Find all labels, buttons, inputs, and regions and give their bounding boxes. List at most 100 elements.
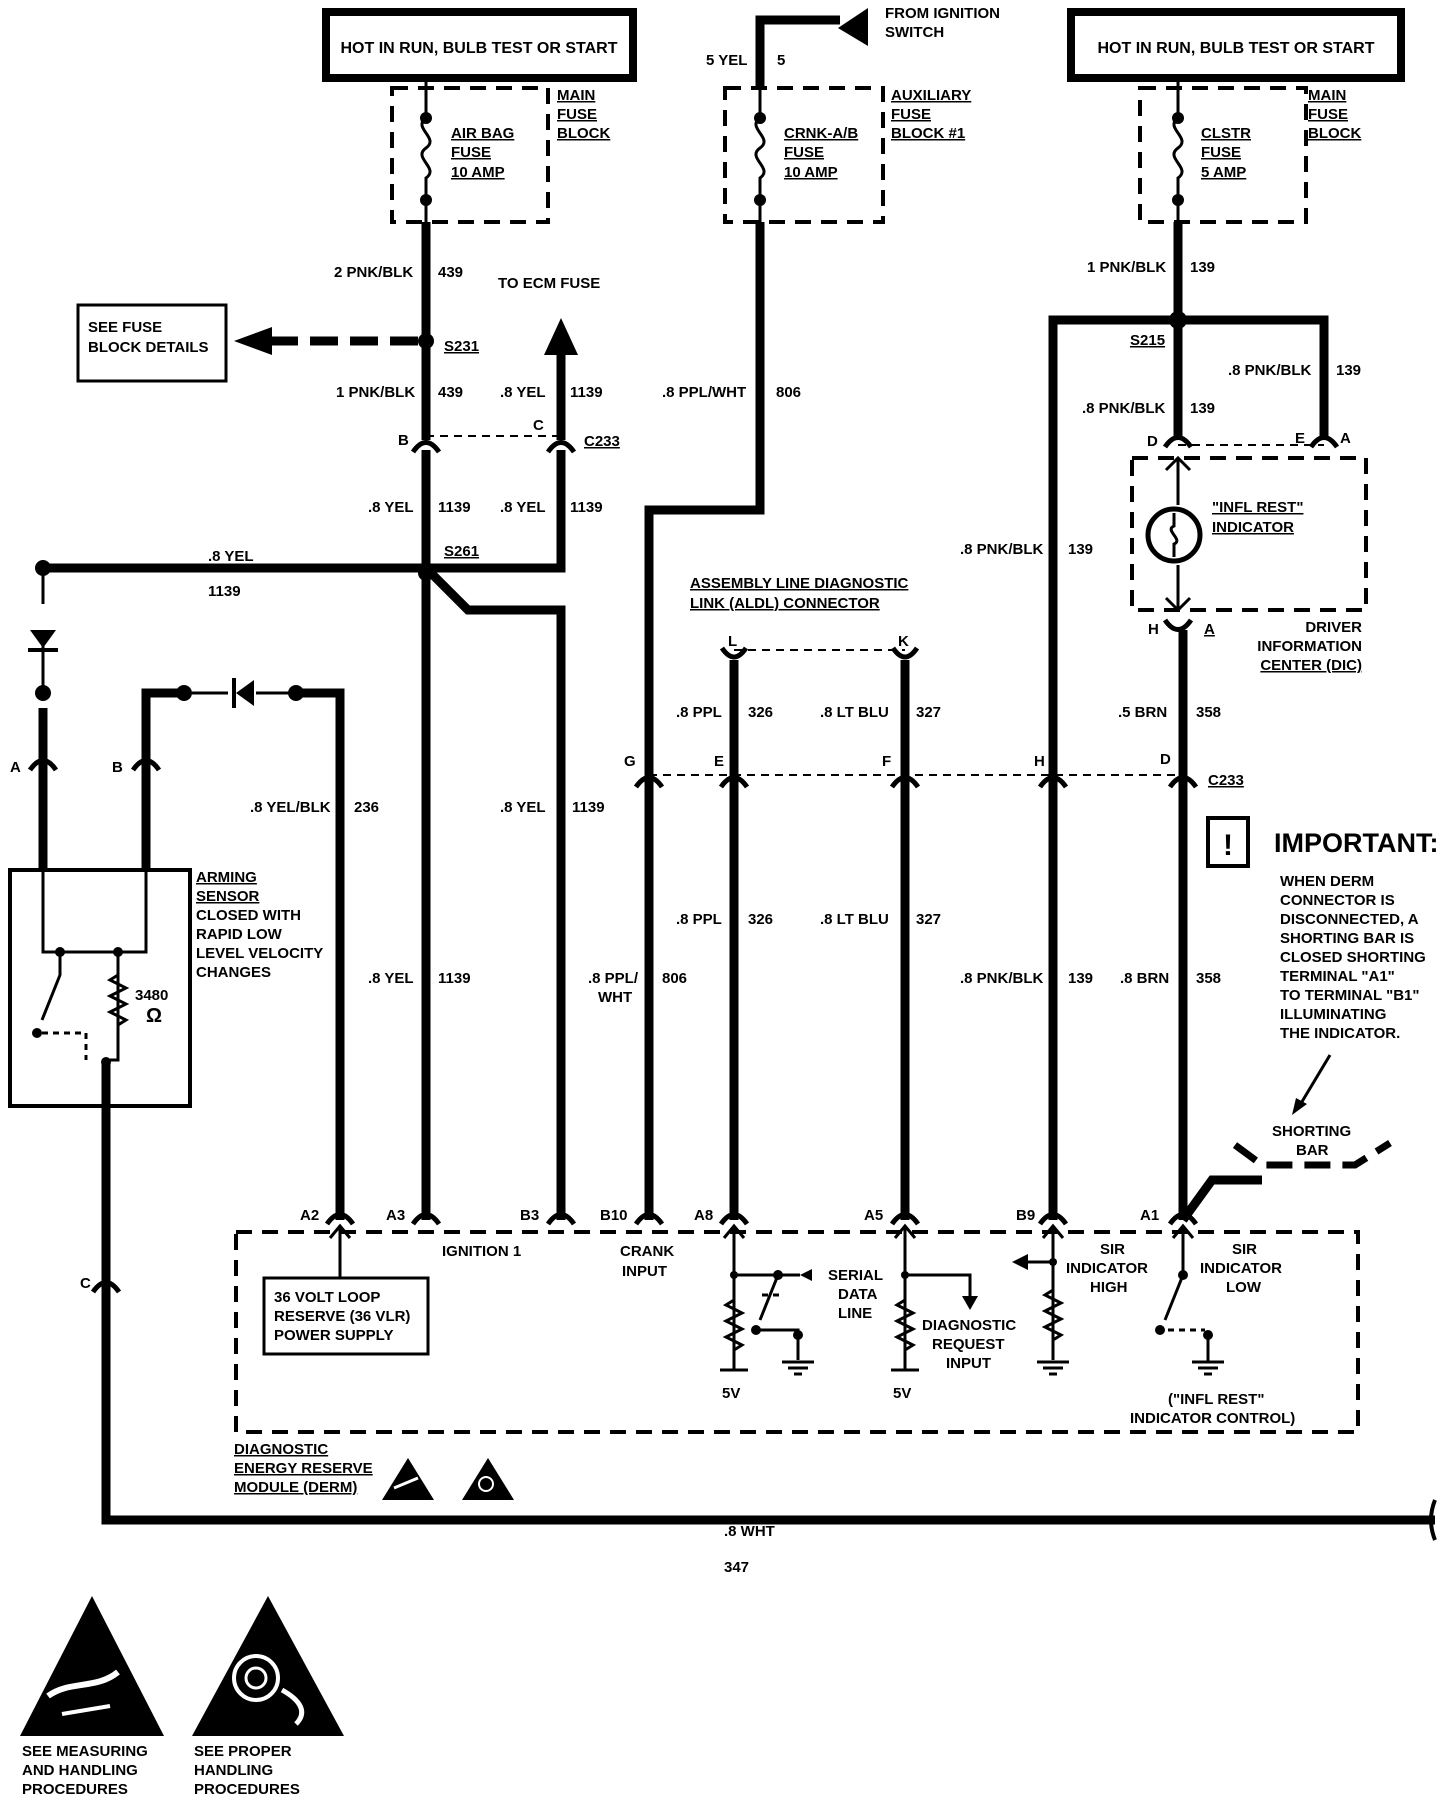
sir-low-line2: INDICATOR <box>1200 1260 1282 1277</box>
wire-circuit: 326 <box>748 911 773 928</box>
diag-line2: REQUEST <box>932 1336 1005 1353</box>
diag-line3: INPUT <box>946 1355 991 1372</box>
wire-color: .8 WHT <box>724 1523 775 1540</box>
wire-color: .8 PNK/BLK <box>960 541 1044 558</box>
sir-high-arrow-icon <box>1012 1254 1028 1270</box>
lamp-icon <box>1145 506 1203 564</box>
wire-circuit: 1139 <box>438 499 471 516</box>
aldl-label-line2: LINK (ALDL) CONNECTOR <box>690 595 880 612</box>
aux-fuse-block-line1: AUXILIARY <box>891 87 971 104</box>
vlr-line2: RESERVE (36 VLR) <box>274 1308 410 1325</box>
dic-outline <box>1130 456 1368 612</box>
main-fuse-block-2-line1: MAIN <box>1308 87 1346 104</box>
infl-control-line1: ("INFL REST" <box>1168 1391 1264 1408</box>
important-line: TERMINAL "A1" <box>1280 968 1395 985</box>
see-fuse-arrow-icon <box>234 327 272 355</box>
important-line: ILLUMINATING <box>1280 1006 1386 1023</box>
derm-line3: MODULE (DERM) <box>234 1479 357 1496</box>
wire-color: .8 LT BLU <box>820 911 889 928</box>
power-source-label-right: HOT IN RUN, BULB TEST OR START <box>1097 40 1374 57</box>
wire-circuit: 1139 <box>208 583 241 600</box>
resistor-unit: Ω <box>146 1005 162 1027</box>
main-fuse-block-1-line1: MAIN <box>557 87 595 104</box>
arming-sensor-box <box>8 868 192 1108</box>
terminal-label: H <box>1148 621 1159 638</box>
terminal-label: C <box>80 1275 91 1292</box>
pin-label: A1 <box>1140 1207 1159 1224</box>
wire-circuit: 1139 <box>570 384 603 401</box>
main-fuse-block-1-line2: FUSE <box>557 106 597 123</box>
wire-347 <box>101 1062 1435 1525</box>
power-source-box-right <box>1067 8 1405 82</box>
shorting-bar-line2: BAR <box>1296 1142 1329 1159</box>
terminal-label: E <box>1295 430 1305 447</box>
splice-s231-dot <box>418 333 434 349</box>
important-line: CONNECTOR IS <box>1280 892 1395 909</box>
wire-color: .8 PNK/BLK <box>960 970 1044 987</box>
connector-icon <box>633 775 1199 789</box>
c233-label-2: C233 <box>1208 772 1244 789</box>
dic-line1: DRIVER <box>1305 619 1362 636</box>
serial-line1: SERIAL <box>828 1267 883 1284</box>
important-line: THE INDICATOR. <box>1280 1025 1400 1042</box>
ign-wire-circuit: 5 <box>777 52 785 69</box>
splice-s261-dot <box>418 565 434 581</box>
wire-color: .8 YEL <box>208 548 254 565</box>
wire-circuit: 327 <box>916 911 941 928</box>
infl-rest-line1: "INFL REST" <box>1212 499 1303 516</box>
wire-236 <box>300 688 345 1220</box>
terminal-label: G <box>624 753 636 770</box>
crnk-fuse-name: CRNK-A/B <box>784 125 858 142</box>
derm-line2: ENERGY RESERVE <box>234 1460 373 1477</box>
see-fuse-line1: SEE FUSE <box>88 319 162 336</box>
splice-s261-label: S261 <box>444 543 479 560</box>
pin-b9-lead <box>1041 1223 1065 1360</box>
pin-label: B9 <box>1016 1207 1035 1224</box>
pin-label: A8 <box>694 1207 713 1224</box>
wire-1139-ecm <box>426 450 566 573</box>
wire-color: .8 YEL <box>500 384 546 401</box>
important-info-icon <box>1206 816 1250 868</box>
crnk-fuse-label: FUSE <box>784 144 824 161</box>
wire-circuit: 1139 <box>570 499 603 516</box>
main-fuse-block-1-line3: BLOCK <box>557 125 610 142</box>
pin-label: A2 <box>300 1207 319 1224</box>
main-fuse-block-2-line3: BLOCK <box>1308 125 1361 142</box>
connector-icon <box>324 1212 1199 1226</box>
airbag-warning-icon <box>192 1596 344 1736</box>
clstr-fuse-label: FUSE <box>1201 144 1241 161</box>
wire-circuit: 358 <box>1196 704 1221 721</box>
terminal-label: E <box>714 753 724 770</box>
wire-color: .8 BRN <box>1120 970 1169 987</box>
connector-icon <box>130 758 162 772</box>
power-source-label-left: HOT IN RUN, BULB TEST OR START <box>340 40 617 57</box>
wire-circuit: 1139 <box>438 970 471 987</box>
c233-label-1: C233 <box>584 433 620 450</box>
dic-line2: INFORMATION <box>1257 638 1362 655</box>
wire-circuit: 439 <box>438 384 463 401</box>
terminal-label: B <box>112 759 123 776</box>
terminal-label: A <box>1204 621 1215 638</box>
arming-sensor-line2: SENSOR <box>196 888 260 905</box>
arming-sensor-line5: LEVEL VELOCITY <box>196 945 323 962</box>
ignition-source-line1: FROM IGNITION <box>885 5 1000 22</box>
clstr-fuse-rating: 5 AMP <box>1201 164 1246 181</box>
important-heading: IMPORTANT: <box>1274 828 1438 858</box>
wire-circuit: 806 <box>662 970 687 987</box>
shorting-bar <box>1232 1140 1392 1169</box>
wire-color: .8 LT BLU <box>820 704 889 721</box>
wire-806 <box>644 222 765 1220</box>
wire-color: .8 YEL <box>500 799 546 816</box>
ground-icon <box>1192 1360 1224 1376</box>
wire-color: .8 PPL/ <box>588 970 639 987</box>
sir-low-line3: LOW <box>1226 1279 1262 1296</box>
vlr-box <box>262 1276 430 1356</box>
wire-circuit: 236 <box>354 799 379 816</box>
wire-circuit: 1139 <box>572 799 605 816</box>
wire-color: .8 PPL <box>676 704 722 721</box>
serial-line2: DATA <box>838 1286 878 1303</box>
diag-line1: DIAGNOSTIC <box>922 1317 1016 1334</box>
important-line: TO TERMINAL "B1" <box>1280 987 1420 1004</box>
airbag-fuse-label: FUSE <box>451 144 491 161</box>
connector-icon <box>719 646 920 660</box>
